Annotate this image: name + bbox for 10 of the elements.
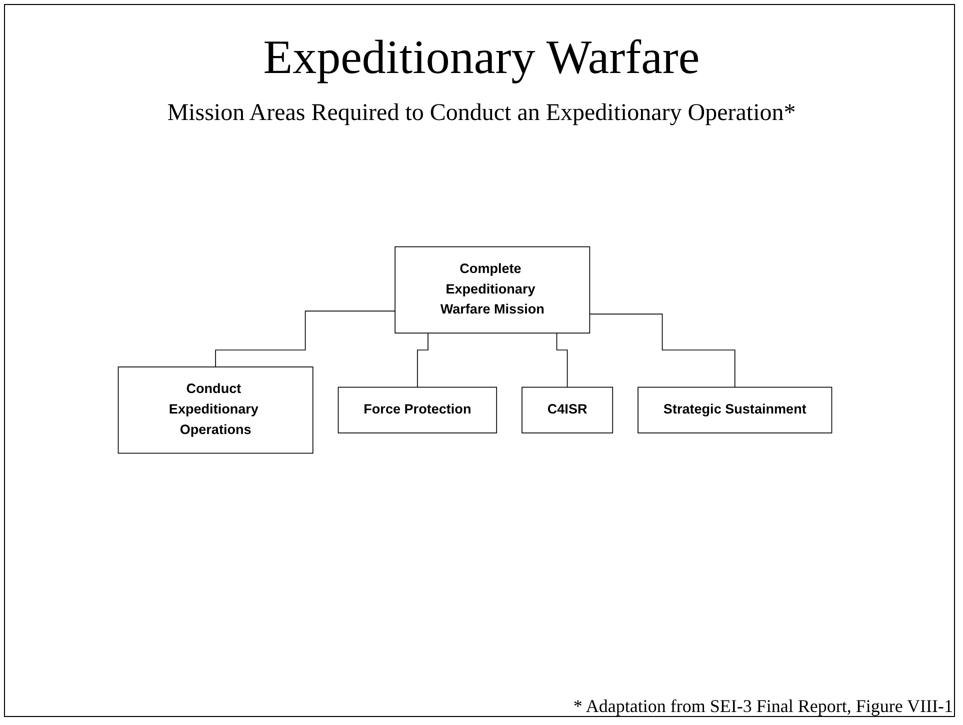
title: Expeditionary Warfare	[262, 30, 701, 85]
node-box: Complete Expeditionary Warfare Mission	[394, 246, 590, 334]
node-box: Conduct Expeditionary Operations	[118, 366, 314, 454]
connector	[215, 310, 396, 368]
subtitle: Mission Areas Required to Conduct an Expeditionary Operation*	[166, 100, 797, 127]
node-box: Force Protection	[338, 386, 498, 434]
footnote: * Adaptation from SEI-3 Final Report, Figure VIII-1	[573, 696, 953, 717]
node-box: Strategic Sustainment	[638, 386, 832, 434]
connector	[589, 314, 736, 388]
node-box: C4ISR	[522, 386, 614, 434]
